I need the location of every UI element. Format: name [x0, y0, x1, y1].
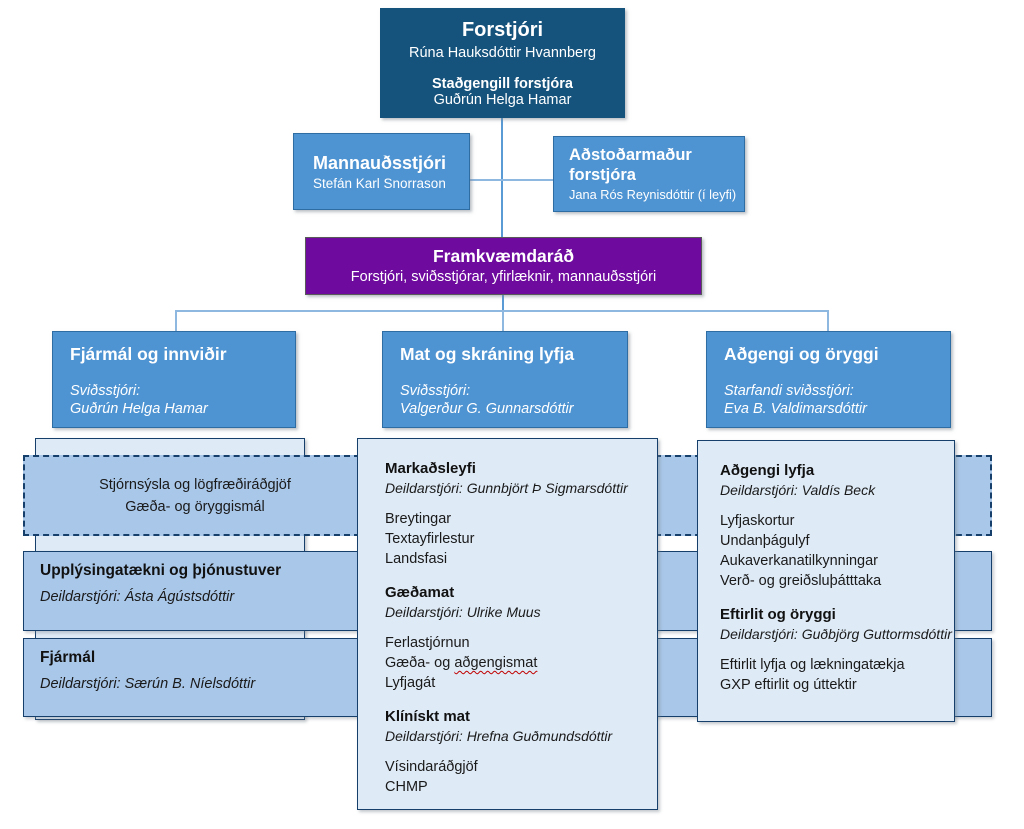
section-manager: Deildarstjóri: Guðbjörg Guttormsdóttir [720, 626, 952, 642]
section-manager: Deildarstjóri: Hrefna Guðmundsdóttir [385, 728, 613, 744]
executive-board-box: Framkvæmdaráð Forstjóri, sviðsstjórar, y… [305, 237, 702, 295]
section-clinical-assessment: Klínískt mat Deildarstjóri: Hrefna Guðmu… [385, 707, 657, 797]
deputy-ceo-title: Staðgengill forstjóra [432, 76, 573, 92]
connector-drop-assessment [502, 310, 504, 331]
list-item: CHMP [385, 779, 428, 795]
section-items: Lyfjaskortur Undanþágulyf Aukaverkanatil… [720, 511, 954, 591]
spacer [380, 61, 625, 76]
section-title: Gæðamat [385, 584, 455, 601]
section-items: Vísindaráðgjöf CHMP [385, 757, 657, 797]
list-item: Eftirlit lyfja og lækningatækja [720, 657, 905, 673]
hr-director-box: Mannauðsstjóri Stefán Karl Snorrason [293, 133, 470, 210]
list-item: Textayfirlestur [385, 531, 475, 547]
crossband-line2: Gæða- og öryggismál [125, 499, 265, 515]
connector-board-down [502, 295, 504, 311]
section-items: Eftirlit lyfja og lækningatækja GXP efti… [720, 655, 954, 695]
crossband-line1: Stjórnsýsla og lögfræðiráðgjöf [99, 477, 291, 493]
division-header-assessment: Mat og skráning lyfja Sviðsstjóri: Valge… [382, 331, 628, 428]
division-role: Sviðsstjóri: [400, 383, 471, 399]
division-head-name: Valgerður G. Gunnarsdóttir [400, 401, 574, 417]
division-title: Mat og skráning lyfja [400, 344, 575, 364]
list-item: GXP eftirlit og úttektir [720, 677, 857, 693]
executive-board-members: Forstjóri, sviðsstjórar, yfirlæknir, man… [350, 269, 657, 285]
hr-director-name: Stefán Karl Snorrason [313, 176, 446, 191]
section-manager: Deildarstjóri: Valdís Beck [720, 482, 876, 498]
division-head-name: Guðrún Helga Hamar [70, 401, 208, 417]
ceo-name: Rúna Hauksdóttir Hvannberg [409, 45, 596, 61]
list-item: Aukaverkanatilkynningar [720, 553, 878, 569]
list-item: Undanþágulyf [720, 533, 810, 549]
list-item: Gæða- og aðgengismat [385, 653, 657, 673]
list-item: Lyfjagát [385, 675, 436, 691]
ceo-box: Forstjóri Rúna Hauksdóttir Hvannberg Sta… [380, 8, 625, 118]
ceo-assistant-title: Aðstoðarmaður forstjóra [569, 146, 692, 184]
ceo-assistant-box: Aðstoðarmaður forstjóra Jana Rós Reynisd… [553, 136, 745, 212]
section-inspection-safety: Eftirlit og öryggi Deildarstjóri: Guðbjö… [720, 605, 954, 695]
ceo-assistant-name: Jana Rós Reynisdóttir (í leyfi) [569, 187, 737, 202]
section-manager: Deildarstjóri: Gunnbjört Þ Sigmarsdóttir [385, 480, 628, 496]
ceo-title: Forstjóri [461, 19, 544, 41]
division-header-access: Aðgengi og öryggi Starfandi sviðsstjóri:… [706, 331, 951, 428]
band-manager: Deildarstjóri: Ásta Ágústsdóttir [40, 589, 235, 605]
executive-board-title: Framkvæmdaráð [432, 246, 575, 266]
section-title: Markaðsleyfi [385, 460, 476, 477]
connector-drop-finance [175, 310, 177, 331]
section-manager: Deildarstjóri: Ulrike Muus [385, 604, 541, 620]
band-title: Upplýsingatækni og þjónustuver [40, 562, 282, 579]
mid-column-assessment-detail: Markaðsleyfi Deildarstjóri: Gunnbjört Þ … [357, 438, 658, 810]
section-marketing-authorisation: Markaðsleyfi Deildarstjóri: Gunnbjört Þ … [385, 459, 657, 569]
section-items: Breytingar Textayfirlestur Landsfasi [385, 509, 657, 569]
division-header-finance: Fjármál og innviðir Sviðsstjóri: Guðrún … [52, 331, 296, 428]
section-medicine-access: Aðgengi lyfja Deildarstjóri: Valdís Beck… [720, 461, 954, 591]
list-item: Landsfasi [385, 551, 448, 567]
section-items: Ferlastjórnun Gæða- og aðgengismat Lyfja… [385, 633, 657, 693]
list-item: Lyfjaskortur [720, 513, 795, 529]
section-quality-assessment: Gæðamat Deildarstjóri: Ulrike Muus Ferla… [385, 583, 657, 693]
deputy-ceo-name: Guðrún Helga Hamar [433, 92, 572, 108]
hr-director-title: Mannauðsstjóri [313, 153, 447, 173]
spellcheck-underlined-word: aðgengismat [454, 655, 538, 671]
division-head-name: Eva B. Valdimarsdóttir [724, 401, 867, 417]
connector-hr-assistant [470, 179, 553, 181]
section-title: Eftirlit og öryggi [720, 606, 836, 623]
section-title: Aðgengi lyfja [720, 462, 815, 479]
division-role: Starfandi sviðsstjóri: [724, 383, 854, 399]
list-item-text: Gæða- og [385, 655, 455, 671]
right-column-access-detail: Aðgengi lyfja Deildarstjóri: Valdís Beck… [697, 440, 955, 722]
list-item: Verð- og greiðsluþátttaka [720, 573, 882, 589]
crossband-label: Stjórnsýsla og lögfræðiráðgjöf Gæða- og … [45, 474, 345, 518]
division-role: Sviðsstjóri: [70, 383, 141, 399]
division-head-label: Starfandi sviðsstjóri: Eva B. Valdimarsd… [724, 382, 867, 418]
section-title: Klínískt mat [385, 708, 471, 725]
connector-divisions-horizontal [175, 310, 828, 312]
list-item: Breytingar [385, 511, 452, 527]
band-manager: Deildarstjóri: Særún B. Níelsdóttir [40, 676, 256, 692]
connector-ceo-to-board [501, 118, 503, 237]
list-item: Vísindaráðgjöf [385, 759, 478, 775]
connector-drop-access [827, 310, 829, 331]
list-item: Ferlastjórnun [385, 635, 470, 651]
division-head-label: Sviðsstjóri: Valgerður G. Gunnarsdóttir [400, 382, 574, 418]
division-title: Aðgengi og öryggi [724, 344, 879, 364]
division-title: Fjármál og innviðir [70, 344, 227, 364]
band-title: Fjármál [40, 649, 96, 666]
division-head-label: Sviðsstjóri: Guðrún Helga Hamar [70, 382, 208, 418]
